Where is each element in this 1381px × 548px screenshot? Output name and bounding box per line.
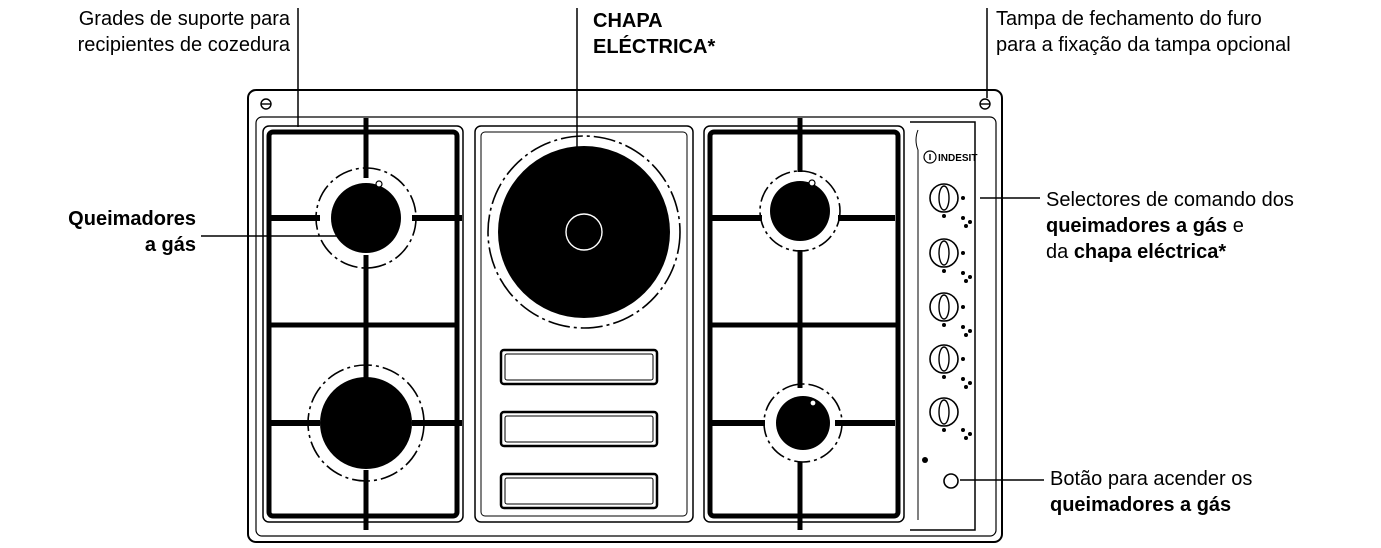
screw-icon <box>260 98 272 110</box>
burner-icon <box>763 383 843 463</box>
burners-label: Queimadores a gás <box>68 208 196 256</box>
cover-label: Tampa de fechamento do furo para a fixaç… <box>996 8 1291 56</box>
screw-icon <box>979 98 991 110</box>
burner-icon <box>759 170 841 252</box>
knob-icon[interactable] <box>929 292 972 337</box>
knob-icon[interactable] <box>929 183 972 228</box>
brand-logo-icon: INDESIT <box>923 150 977 164</box>
electric-plate-icon <box>487 135 681 329</box>
grates-label: Grades de suporte para recipientes de co… <box>77 8 290 56</box>
ignition-button-icon[interactable] <box>943 473 959 489</box>
indicator-light-icon <box>922 457 928 463</box>
right-grate <box>703 118 905 530</box>
hob-inner-outline <box>255 116 997 537</box>
control-panel <box>910 121 976 531</box>
brand-text: INDESIT <box>938 153 977 164</box>
center-panel <box>474 125 694 523</box>
vent-slots <box>499 348 659 510</box>
left-grate <box>262 118 464 530</box>
electric-plate-label: CHAPA ELÉCTRICA* <box>593 10 716 58</box>
burner-icon <box>315 167 417 269</box>
knobs-label: Selectores de comando dos queimadores a … <box>1046 189 1294 263</box>
knob-icon[interactable] <box>929 397 972 440</box>
knob-icon[interactable] <box>929 344 972 389</box>
knob-icon[interactable] <box>929 238 972 283</box>
leader-lines <box>201 8 1044 481</box>
ignition-label: Botão para acender os queimadores a gás <box>1050 468 1253 516</box>
burner-icon <box>307 364 425 482</box>
